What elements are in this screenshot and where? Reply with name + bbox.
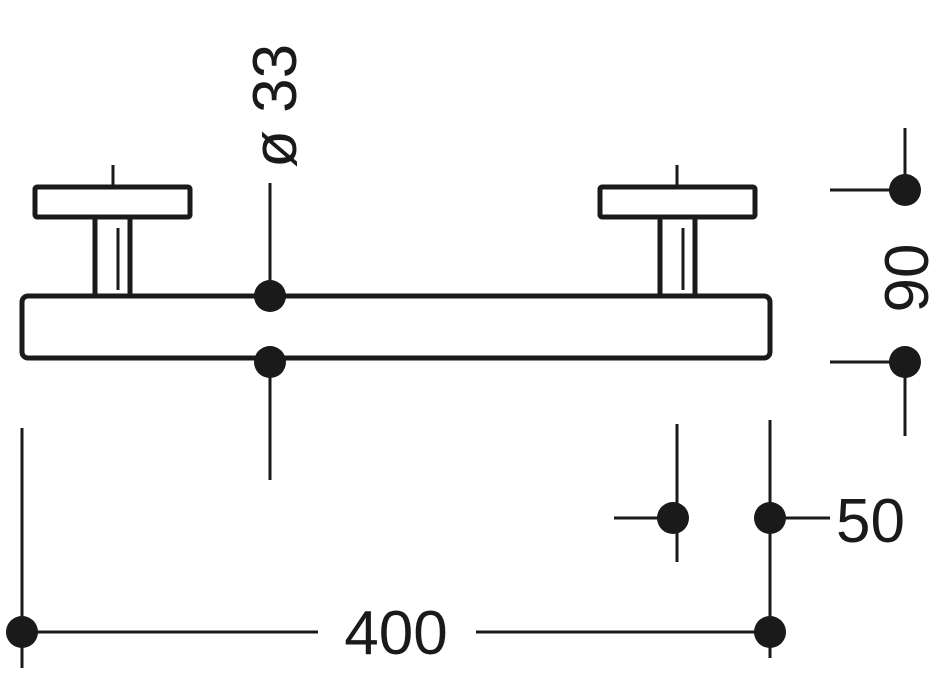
projection-dimension: 90 [830, 128, 942, 436]
length-arrow-dot-left [6, 616, 38, 648]
offset-arrow-dot-right [754, 502, 786, 534]
left-post [92, 214, 133, 302]
grab-bar-tube [19, 293, 773, 361]
diameter-dimension: ø 33 [241, 44, 310, 480]
offset-dimension: 50 [614, 420, 905, 658]
projection-arrow-dot-top [889, 174, 921, 206]
left-mount [32, 165, 193, 302]
left-rosette [32, 184, 193, 220]
projection-label: 90 [873, 244, 942, 313]
projection-arrow-dot-bottom [889, 346, 921, 378]
length-arrow-dot-right [754, 616, 786, 648]
diameter-arrow-dot-bottom [254, 346, 286, 378]
length-label: 400 [344, 599, 447, 668]
right-post [657, 214, 698, 302]
offset-label: 50 [836, 487, 905, 556]
diameter-arrow-dot-top [254, 280, 286, 312]
right-mount [597, 165, 758, 302]
offset-arrow-dot-left [657, 502, 689, 534]
diameter-label: ø 33 [241, 44, 310, 168]
right-rosette [597, 184, 758, 220]
length-dimension: 400 [6, 428, 786, 668]
